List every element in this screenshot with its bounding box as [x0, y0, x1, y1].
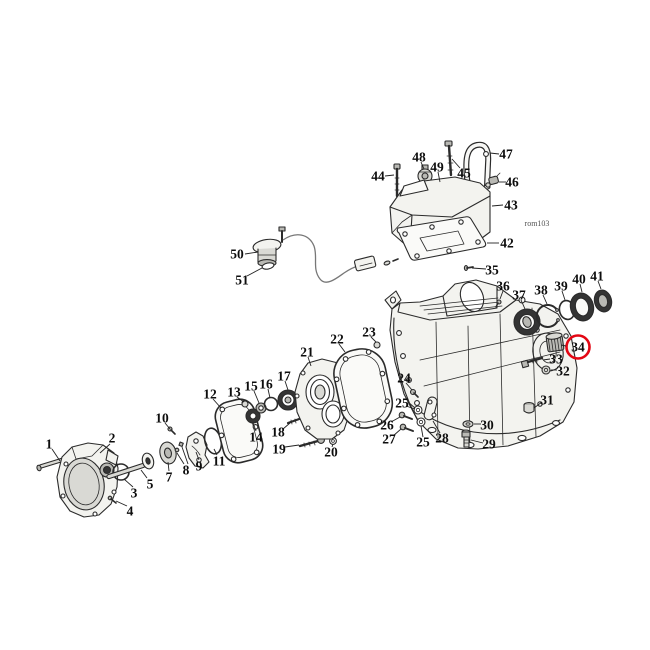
part-35-screw: [463, 265, 474, 271]
part-label-34: 34: [571, 340, 585, 355]
part-24-screw: [409, 388, 419, 398]
part-label-25: 25: [416, 435, 430, 450]
part-label-22: 22: [330, 332, 344, 347]
part-label-47: 47: [499, 147, 513, 162]
part-label-27: 27: [382, 432, 396, 447]
part-label-36: 36: [496, 279, 510, 294]
leader-lines: [51, 152, 602, 507]
part-16-oring: [263, 396, 279, 412]
part-label-26: 26: [380, 418, 394, 433]
part-25-washer-lower: [416, 417, 426, 427]
part-label-41: 41: [590, 269, 604, 284]
part-label-45: 45: [457, 166, 471, 181]
part-label-5: 5: [147, 477, 154, 492]
part-label-43: 43: [504, 198, 518, 213]
part-label-19: 19: [272, 442, 286, 457]
part-label-15: 15: [244, 379, 258, 394]
part-label-8: 8: [183, 463, 190, 478]
part-38-snap-ring: [535, 303, 560, 328]
part-4-screw: [107, 495, 117, 504]
part-label-39: 39: [554, 279, 568, 294]
part-42-gasket: [396, 216, 487, 261]
part-44-bolt: [393, 163, 401, 198]
part-31-plug: [523, 402, 535, 414]
part-label-9: 9: [196, 459, 203, 474]
part-40-seal: [569, 292, 595, 322]
part-label-48: 48: [412, 150, 426, 165]
part-label-37: 37: [512, 288, 526, 303]
part-label-40: 40: [572, 272, 586, 287]
part-label-14: 14: [249, 430, 263, 445]
part-37-bearing: [513, 308, 541, 336]
part-label-3: 3: [131, 486, 138, 501]
part-label-1: 1: [46, 437, 53, 452]
part-label-17: 17: [277, 369, 291, 384]
part-48-sensor: [417, 164, 433, 184]
part-label-2: 2: [109, 431, 116, 446]
part-label-42: 42: [500, 236, 514, 251]
part-22-gasket: [333, 348, 394, 429]
part-15-washer: [255, 402, 267, 414]
part-9-bracket: [185, 431, 210, 469]
part-label-46: 46: [505, 175, 519, 190]
part-27-bolt: [399, 423, 414, 432]
part-1-rod: [36, 456, 68, 472]
part-33-bolt: [520, 356, 544, 369]
part-label-23: 23: [362, 325, 376, 340]
part-label-25: 25: [395, 396, 409, 411]
part-50-speed-sensor: [252, 226, 359, 283]
part-label-11: 11: [213, 454, 226, 469]
part-41-ring: [593, 289, 613, 313]
part-label-29: 29: [482, 437, 496, 452]
part-32-nut: [541, 365, 551, 375]
part-36-screw: [495, 299, 502, 308]
part-label-24: 24: [397, 371, 411, 386]
part-14-locknut: [245, 408, 261, 424]
part-25-washer-upper: [413, 405, 423, 415]
part-34-bushing: [545, 332, 565, 353]
part-label-12: 12: [203, 387, 217, 402]
part-label-50: 50: [230, 247, 244, 262]
highlight-circle-part-34: [565, 334, 591, 360]
part-label-35: 35: [485, 263, 499, 278]
part-label-16: 16: [259, 377, 273, 392]
part-5-shaft: [106, 452, 155, 480]
part-label-13: 13: [227, 385, 241, 400]
part-label-30: 30: [480, 418, 494, 433]
part-30-washer: [462, 420, 474, 428]
part-label-4: 4: [127, 504, 134, 519]
part-label-33: 33: [549, 352, 563, 367]
part-label-10: 10: [155, 411, 169, 426]
part-label-31: 31: [540, 393, 554, 408]
part-label-38: 38: [534, 283, 548, 298]
part-7-washer-disc: [159, 441, 177, 465]
part-label-28: 28: [435, 431, 449, 446]
part-label-32: 32: [556, 364, 570, 379]
part-label-44: 44: [371, 169, 385, 184]
part-26-bolt: [398, 411, 413, 420]
cable-connector: [353, 255, 399, 272]
part-label-18: 18: [271, 425, 285, 440]
part-13-nut: [241, 400, 249, 408]
part-45-bolt: [444, 140, 454, 177]
watermark-text: rom103: [525, 219, 550, 228]
part-label-7: 7: [166, 470, 173, 485]
part-46-fitting: [485, 172, 501, 188]
part-29-bolt: [461, 429, 471, 448]
part-51-oring: [261, 262, 275, 270]
part-8-pins: [174, 441, 184, 453]
part-label-49: 49: [430, 160, 444, 175]
part-label-21: 21: [300, 345, 314, 360]
part-label-20: 20: [324, 445, 338, 460]
part-23-nut: [373, 341, 381, 349]
part-label-51: 51: [235, 273, 249, 288]
part-2-side-cover: [56, 442, 119, 518]
part-28-link: [423, 396, 438, 421]
